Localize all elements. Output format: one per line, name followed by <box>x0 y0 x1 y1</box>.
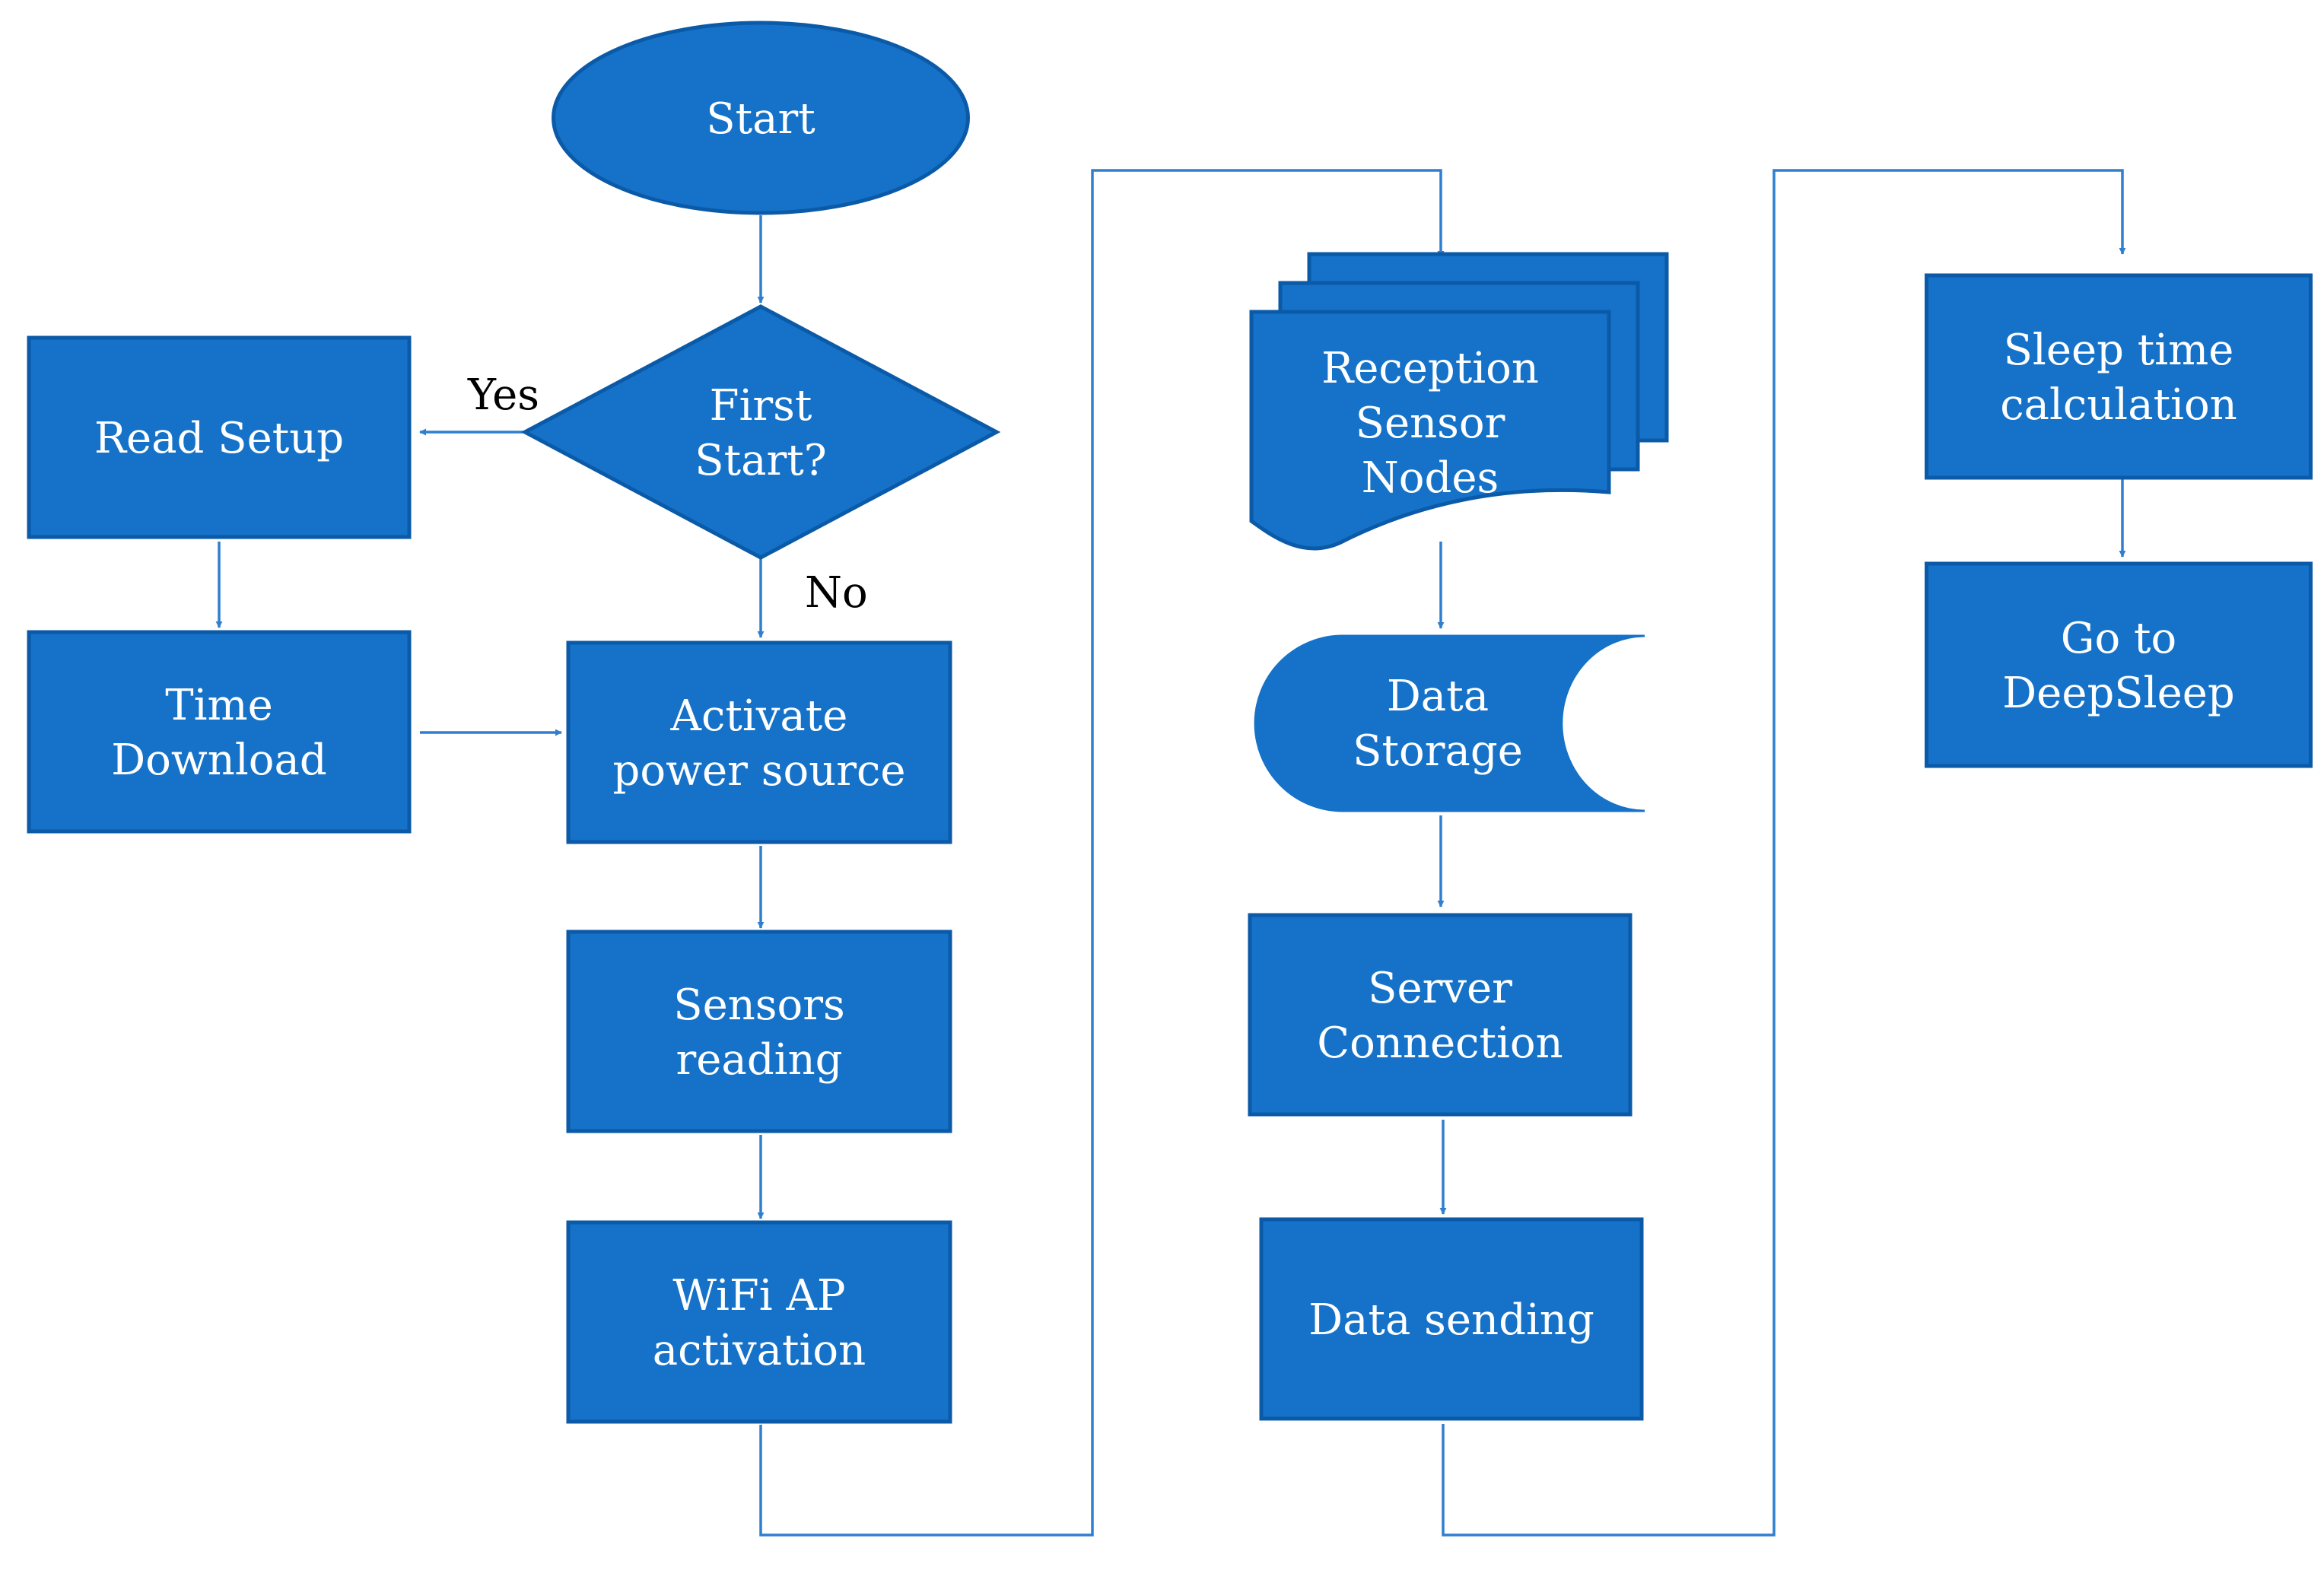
node-label-time-download: Download <box>111 736 326 785</box>
node-deep-sleep <box>1925 561 2313 768</box>
process-shape <box>1259 1217 1644 1421</box>
process-shape <box>566 930 952 1133</box>
node-label-start: Start <box>706 94 815 144</box>
node-label-first-start: Start? <box>695 436 827 485</box>
node-label-sleep-calc: Sleep time <box>2004 326 2234 375</box>
node-data-storage <box>1254 634 1645 812</box>
connectors-layer <box>215 169 2126 1537</box>
process-shape <box>27 630 412 834</box>
node-server-connection <box>1248 913 1633 1117</box>
decision-shape <box>520 304 1001 560</box>
node-label-activate-power: Activate <box>670 691 848 741</box>
node-read-setup <box>27 335 412 539</box>
node-first-start <box>520 304 1001 560</box>
node-label-sleep-calc: calculation <box>2000 380 2237 430</box>
node-label-wifi-ap: WiFi AP <box>672 1271 845 1321</box>
connector-wifi-ap-to-reception <box>759 169 1445 1537</box>
node-label-read-setup: Read Setup <box>94 414 344 463</box>
node-label-data-storage: Data <box>1387 672 1489 721</box>
node-label-server-connection: Connection <box>1317 1019 1563 1068</box>
node-time-download <box>27 630 412 834</box>
terminator-shape <box>552 21 970 215</box>
node-label-data-storage: Storage <box>1353 726 1523 776</box>
node-label-server-connection: Server <box>1368 964 1512 1013</box>
edge-label-no: No <box>805 568 868 618</box>
node-reception <box>1249 252 1669 551</box>
process-shape <box>1925 561 2313 768</box>
process-shape <box>27 335 412 539</box>
node-label-wifi-ap: activation <box>653 1326 866 1375</box>
node-activate-power <box>566 640 952 844</box>
process-shape <box>1925 273 2313 480</box>
node-sensors-reading <box>566 930 952 1133</box>
node-start <box>552 21 970 215</box>
node-label-reception: Reception <box>1321 344 1539 393</box>
node-label-activate-power: power source <box>613 746 906 796</box>
node-label-deep-sleep: DeepSleep <box>2002 669 2234 718</box>
node-label-sensors-reading: reading <box>676 1035 843 1085</box>
node-label-deep-sleep: Go to <box>2061 614 2176 663</box>
stored-data-shape <box>1254 634 1645 812</box>
process-shape <box>566 640 952 844</box>
node-label-sensors-reading: Sensors <box>673 980 845 1030</box>
connector-data-sending-to-sleep-calc <box>1442 169 2126 1537</box>
node-wifi-ap <box>566 1220 952 1424</box>
node-label-first-start: First <box>710 381 812 431</box>
process-shape <box>1248 913 1633 1117</box>
node-label-reception: Nodes <box>1362 453 1499 503</box>
edge-label-yes: Yes <box>467 370 539 420</box>
node-label-reception: Sensor <box>1356 399 1505 448</box>
node-label-data-sending: Data sending <box>1308 1295 1594 1345</box>
node-label-time-download: Time <box>165 681 273 730</box>
process-shape <box>566 1220 952 1424</box>
node-sleep-calc <box>1925 273 2313 480</box>
document-front-shape <box>1249 310 1611 551</box>
node-data-sending <box>1259 1217 1644 1421</box>
